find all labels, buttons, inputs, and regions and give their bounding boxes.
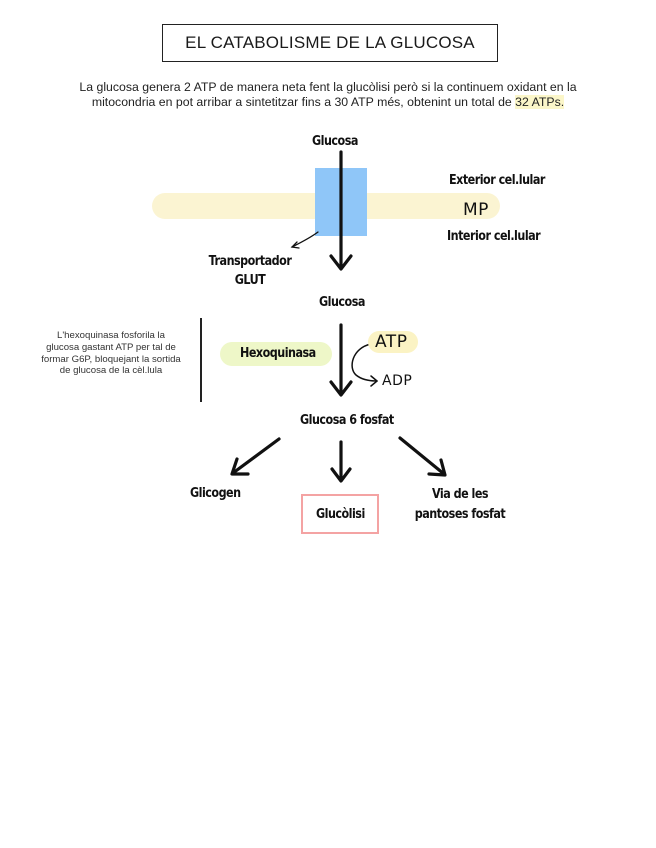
side-note: L'hexoquinasa fosforila la glucosa gasta… xyxy=(41,330,181,377)
page-title: EL CATABOLISME DE LA GLUCOSA xyxy=(185,33,475,52)
pentoses-label: Via de les pantoses fosfat xyxy=(413,487,508,522)
glucose-entry-arrow xyxy=(329,150,353,271)
adp-label: ADP xyxy=(382,373,413,389)
hexoquinasa-highlight xyxy=(220,342,332,366)
exterior-label: Exterior cel.lular xyxy=(449,173,545,188)
glucose-outside-label: Glucosa xyxy=(312,134,358,149)
glucose-inside-label: Glucosa xyxy=(319,295,365,310)
glicogen-label: Glicogen xyxy=(190,486,241,501)
intro-highlight: 32 ATPs. xyxy=(515,95,565,109)
glucolisi-box: Glucòlisi xyxy=(301,494,379,534)
intro-line-2-text: mitocondria en pot arribar a sintetitzar… xyxy=(91,95,516,109)
phosphorylation-arrow xyxy=(329,323,353,397)
transporter-pointer-arrow xyxy=(290,231,319,249)
mp-label: MP xyxy=(463,200,489,220)
interior-label: Interior cel.lular xyxy=(447,229,541,244)
fate-arrow-glucolisi xyxy=(330,440,352,483)
g6p-label: Glucosa 6 fosfat xyxy=(300,413,394,428)
hexoquinasa-label: Hexoquinasa xyxy=(240,346,316,361)
transporter-label-line2: GLUT xyxy=(234,273,266,288)
pentoses-label-line1: Via de les xyxy=(431,487,489,502)
atp-highlight xyxy=(368,331,418,353)
intro-line-2: mitocondria en pot arribar a sintetitzar… xyxy=(30,95,626,110)
intro-paragraph: La glucosa genera 2 ATP de manera neta f… xyxy=(30,80,626,110)
intro-line-1: La glucosa genera 2 ATP de manera neta f… xyxy=(79,80,577,94)
glucolisi-label: Glucòlisi xyxy=(315,506,365,522)
fate-arrow-pentoses xyxy=(398,436,447,477)
side-note-divider xyxy=(200,318,202,402)
title-box: EL CATABOLISME DE LA GLUCOSA xyxy=(162,24,498,62)
transporter-label-line1: Transportador xyxy=(208,254,292,269)
atp-adp-arrow xyxy=(351,343,378,387)
pentoses-label-line2: pantoses fosfat xyxy=(414,507,506,522)
atp-label: ATP xyxy=(375,332,408,352)
transporter-label: Transportador GLUT xyxy=(207,254,293,288)
fate-arrow-glicogen xyxy=(230,437,281,476)
